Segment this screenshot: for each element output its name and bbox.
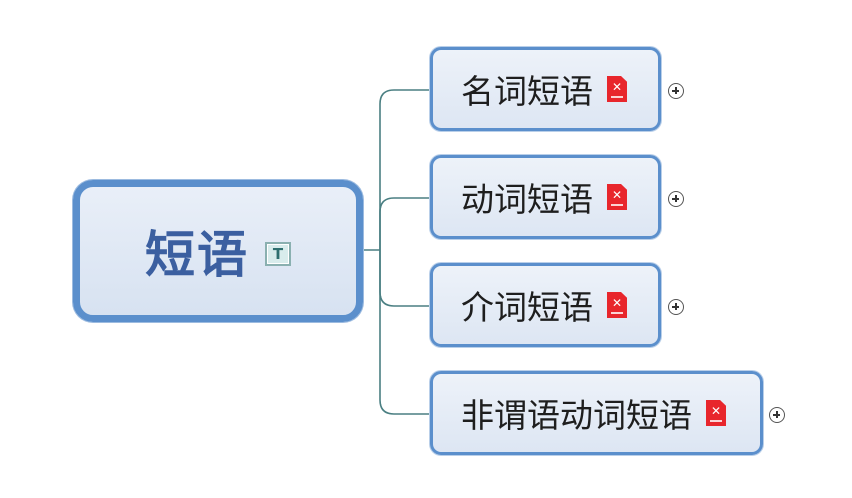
topic-noun-phrase[interactable]: 名词短语 ✕ <box>430 47 661 131</box>
connector-to-topic-1 <box>379 89 430 250</box>
topic-label: 介词短语 <box>461 288 593 327</box>
connector-to-topic-4 <box>379 250 430 415</box>
xmind-file-icon[interactable]: ✕ <box>706 400 726 426</box>
xmind-file-icon[interactable]: ✕ <box>607 184 627 210</box>
topic-prepositional-phrase[interactable]: 介词短语 ✕ <box>430 263 661 347</box>
note-icon[interactable]: T <box>265 242 291 266</box>
topic-label: 名词短语 <box>461 72 593 111</box>
topic-verb-phrase[interactable]: 动词短语 ✕ <box>430 155 661 239</box>
topic-label: 动词短语 <box>461 180 593 219</box>
connector-to-topic-3 <box>379 250 430 307</box>
expand-icon[interactable] <box>668 83 684 99</box>
connector-to-topic-2 <box>379 197 430 250</box>
topic-label: 非谓语动词短语 <box>461 396 692 435</box>
xmind-file-icon[interactable]: ✕ <box>607 76 627 102</box>
expand-icon[interactable] <box>769 407 785 423</box>
topic-non-finite-verb-phrase[interactable]: 非谓语动词短语 ✕ <box>430 371 763 455</box>
expand-icon[interactable] <box>668 191 684 207</box>
central-topic[interactable]: 短语 T <box>73 180 363 322</box>
expand-icon[interactable] <box>668 299 684 315</box>
xmind-file-icon[interactable]: ✕ <box>607 292 627 318</box>
central-topic-label: 短语 <box>145 226 249 284</box>
